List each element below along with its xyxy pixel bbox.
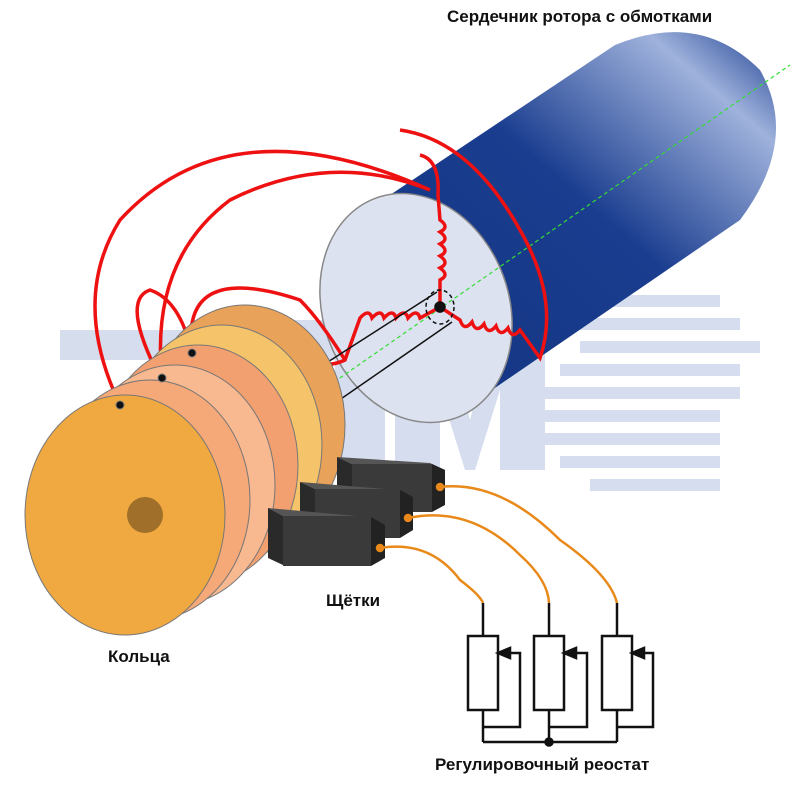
slip-rings (24, 304, 346, 636)
label-rotor-core: Сердечник ротора с обмотками (447, 7, 712, 26)
ring-hub (127, 497, 163, 533)
brush-wires (375, 482, 619, 604)
label-brushes: Щётки (326, 591, 380, 610)
brushes (268, 457, 445, 566)
resistor (600, 603, 655, 742)
rheostat (466, 603, 655, 747)
brush (268, 508, 385, 566)
label-rheostat: Регулировочный реостат (435, 755, 649, 774)
resistor (466, 603, 522, 742)
label-rings: Кольца (108, 647, 170, 666)
resistor (532, 603, 589, 742)
rotor-windings (93, 128, 549, 406)
